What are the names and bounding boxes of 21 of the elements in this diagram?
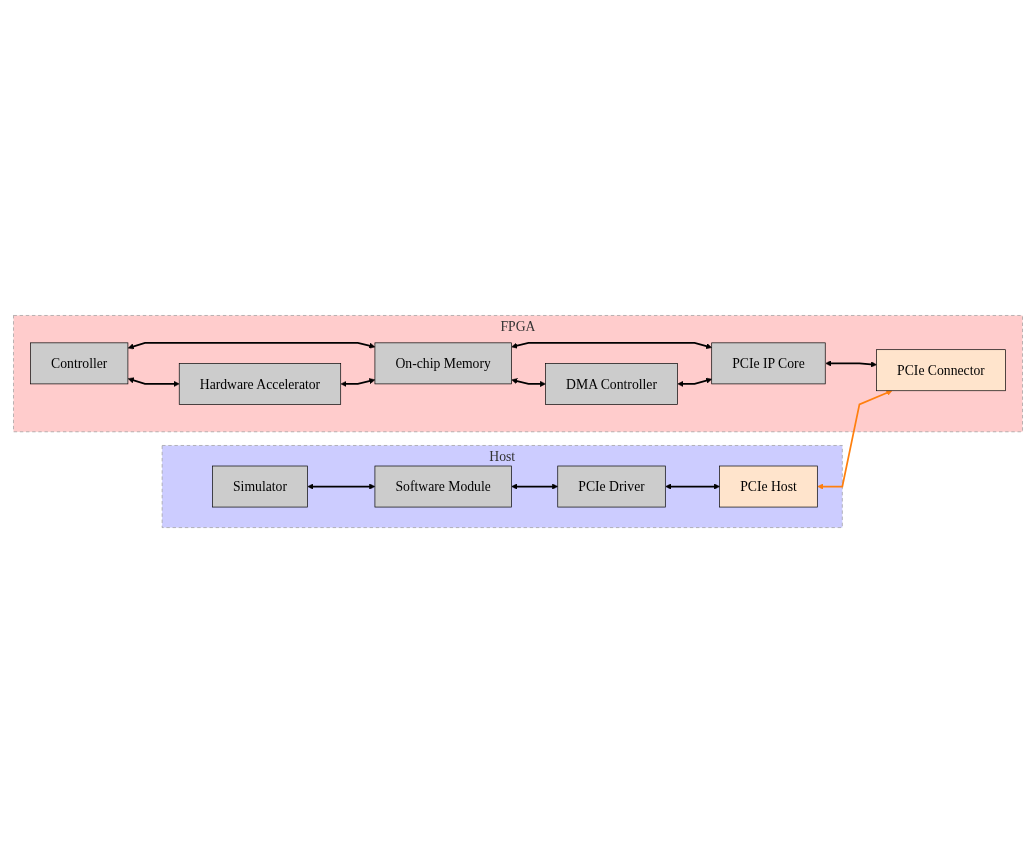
arrow bbox=[817, 390, 893, 490]
node-box: PCIe Connector bbox=[876, 349, 1006, 392]
arrow bbox=[127, 377, 180, 387]
node-box: PCIe Host bbox=[719, 465, 818, 508]
node-box: Hardware Accelerator bbox=[178, 363, 342, 405]
node-box: DMA Controller bbox=[545, 363, 678, 405]
arrow bbox=[665, 483, 720, 490]
arrow bbox=[127, 341, 376, 350]
node-box: Software Module bbox=[374, 465, 512, 508]
node-box: On-chip Memory bbox=[374, 342, 512, 385]
node-box: Controller bbox=[30, 342, 129, 385]
arrow bbox=[340, 378, 376, 387]
arrow bbox=[511, 483, 559, 490]
arrow bbox=[511, 341, 712, 349]
node-box: PCIe Driver bbox=[557, 465, 666, 508]
arrow bbox=[307, 483, 376, 490]
node-box: PCIe IP Core bbox=[711, 342, 826, 385]
node-box: Simulator bbox=[212, 465, 308, 508]
arrow bbox=[511, 378, 546, 387]
arrow bbox=[825, 360, 877, 368]
arrow bbox=[677, 377, 712, 387]
